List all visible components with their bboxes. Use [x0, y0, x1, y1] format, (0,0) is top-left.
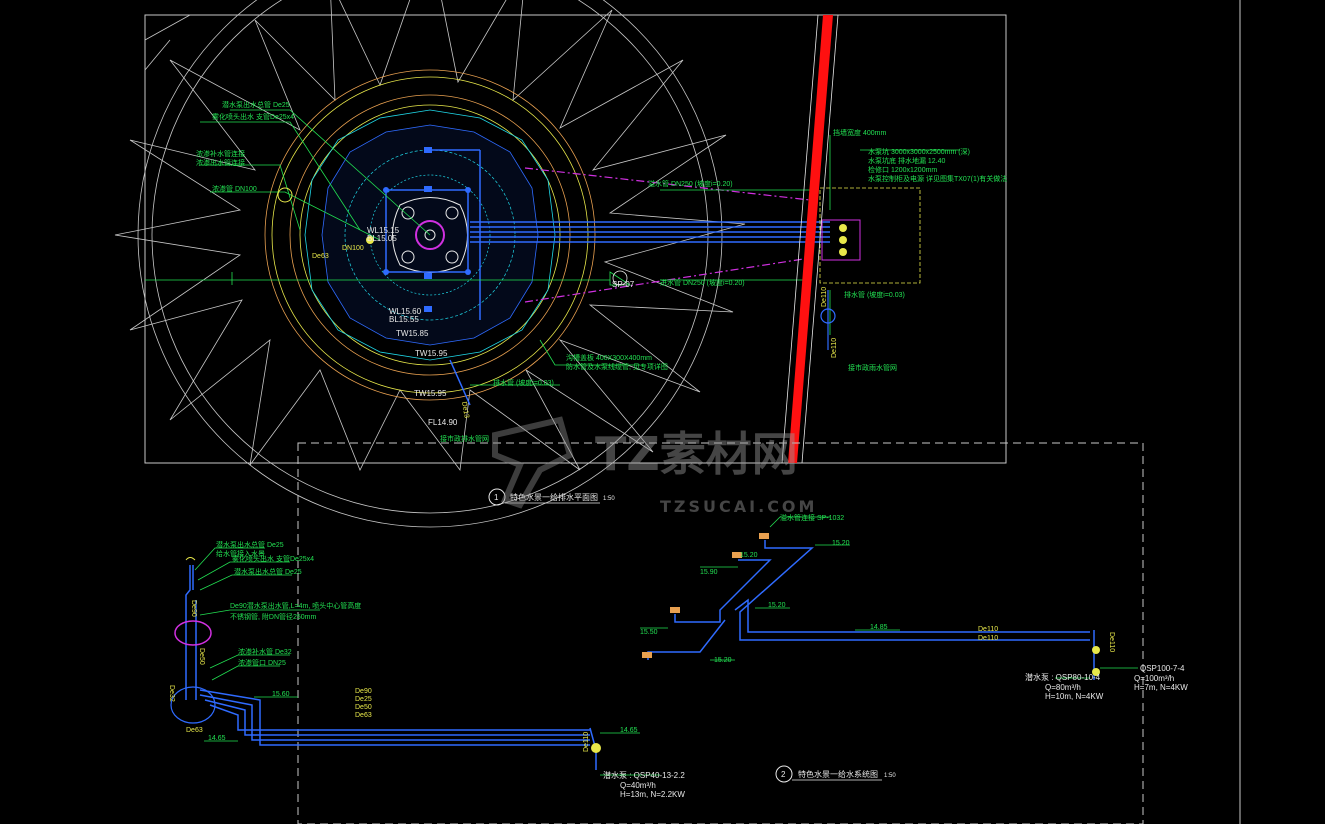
sys-de50: De50: [198, 648, 205, 665]
watermark-main: TZ素材网: [595, 427, 798, 481]
watermark-logo: [492, 416, 574, 509]
sys-p1: De90: [355, 688, 372, 695]
sys-pump2-h: H=7m, N=4KW: [1134, 683, 1188, 692]
sys-l3: 雾化喷头出水 支管De25x4: [232, 554, 314, 563]
label-d13: De13: [460, 401, 470, 419]
fountain-center: [383, 147, 471, 312]
sys-l4: 潜水泵出水总管 De25: [234, 567, 302, 576]
system-index: 2: [781, 770, 786, 779]
label-drain-pipe: 排水管 (坡度i=0.03): [493, 378, 554, 387]
label-de110b: De110: [831, 338, 838, 358]
sys-l5: De90潜水泵出水管,L=4m, 喷头中心管高度: [230, 601, 361, 610]
sys-de110a: De110: [978, 626, 998, 633]
plan-frame: [144, 14, 1007, 464]
sys-e1550: 15.50: [640, 629, 658, 636]
sys-e1520c: 15.20: [768, 602, 786, 609]
sys-l8: 浓渗管口 DN25: [238, 658, 286, 667]
label-bl: BL15.05: [367, 234, 397, 243]
sys-pump1: 潜水泵 : QSP80-10-4: [1025, 672, 1101, 682]
sys-l7: 浓渗补水管 De32: [238, 647, 292, 656]
label-tw2: TW15.95: [415, 349, 448, 358]
sys-de110c: De110: [1108, 632, 1115, 652]
label-valve-note1: 浓渗补水管连接: [196, 149, 245, 158]
label-fl: FL14.90: [428, 418, 458, 427]
label-grille2: 防水管及水泵线缆管, 见专项详图: [566, 362, 668, 371]
sys-p4: De63: [355, 712, 372, 719]
label-sp07: SP-07: [612, 280, 635, 289]
label-supply-de25x4: 雾化喷头出水 支管De25x4: [212, 112, 294, 121]
sys-e1520b: 15.20: [740, 552, 758, 559]
sys-e1560: 15.60: [272, 691, 290, 698]
sys-pump-q: Q=40m³/h: [620, 781, 656, 790]
system-title-block: 2 特色水景一给水系统图 1:50: [775, 765, 896, 783]
watermark: TZ素材网 TZSUCAI.COM: [492, 416, 817, 516]
sys-pump-h: H=13m, N=2.2KW: [620, 790, 685, 799]
label-de63: De63: [312, 253, 329, 260]
label-wl2: WL15.60: [389, 307, 422, 316]
label-tank3: 检修口 1200x1200mm: [868, 165, 937, 174]
pump-pit: [819, 187, 921, 350]
plan-pipes: [385, 149, 830, 406]
label-tank4: 水泵控制柜及电源 详见图集TX07(1)有关做法: [868, 174, 1007, 183]
label-bl2: BL15.55: [389, 315, 419, 324]
label-tw3: TW15.95: [414, 389, 447, 398]
plan-index: 1: [494, 493, 499, 502]
sys-p3: De50: [355, 704, 372, 711]
sys-pump2-q: Q=100m³/h: [1134, 674, 1174, 683]
system-frame: [297, 442, 1144, 824]
sys-pump2: QSP100-7-4: [1140, 664, 1185, 673]
retaining-wall: [781, 14, 839, 464]
plan-scale: 1:50: [603, 496, 615, 502]
sys-e1465b: 14.65: [620, 727, 638, 734]
label-tw1: TW15.85: [396, 329, 429, 338]
sys-e1590: 15.90: [700, 569, 718, 576]
sys-pump1-q: Q=80m³/h: [1045, 683, 1081, 692]
sys-l6: 不锈钢管, 附DN管径250mm: [230, 612, 317, 621]
sys-de110b: De110: [978, 635, 998, 642]
label-valve-note2: 浓渗出水管连接: [196, 158, 245, 167]
sys-sp: 溢水管连接 SP-1032: [780, 513, 844, 522]
sys-de63: De63: [186, 727, 203, 734]
plan-view: 潜水泵出水总管 De25 雾化喷头出水 支管De25x4 浓渗补水管连接 浓渗出…: [114, 0, 1007, 528]
sys-l2: 给水管接入水景: [216, 549, 265, 558]
label-dn100: DN100: [342, 245, 364, 252]
sys-e1520d: 15.20: [714, 657, 732, 664]
watermark-sub: TZSUCAI.COM: [660, 497, 817, 516]
label-pipe-bot: 进水管 DN250 (坡度i=0.20): [660, 278, 745, 287]
label-pipe-top: 溢水管 DN250 (坡度i=0.20): [648, 179, 733, 188]
label-to-drain: 接市政排水管网: [440, 434, 489, 443]
label-wall: 挡墙宽度 400mm: [833, 128, 886, 137]
label-tank1: 水泵坑 3000x3000x2500mm (深): [868, 147, 970, 156]
label-to-city: 接市政雨水管网: [848, 363, 897, 372]
plan-title: 特色水景一给排水平面图: [510, 492, 598, 502]
label-supply-de25: 潜水泵出水总管 De25: [222, 100, 290, 109]
sys-p2: De25: [355, 696, 372, 703]
plan-title-block: 1 特色水景一给排水平面图 1:50: [488, 488, 615, 506]
system-title: 特色水景一给水系统图: [798, 769, 878, 779]
leader-lines: [145, 109, 960, 386]
sunburst-pavement: [114, 0, 746, 528]
label-de110: De110: [821, 287, 828, 307]
system-scale: 1:50: [884, 773, 896, 779]
sys-e1520a: 15.20: [832, 540, 850, 547]
sys-e1485: 14.85: [870, 624, 888, 631]
system-right: 溢水管连接 SP-1032 15.20 15.20 15.90 15.20 15…: [640, 513, 1188, 701]
sys-e1465: 14.65: [208, 735, 226, 742]
sys-pump: 潜水泵 : QSP40-13-2.2: [603, 770, 685, 780]
label-tank2: 水泵坑底 排水地漏 12.40: [868, 156, 946, 165]
sys-l1: 潜水泵出水总管 De25: [216, 540, 284, 549]
label-supply-dn100: 浓渗管 DN100: [212, 184, 257, 193]
sys-de90: De90: [190, 600, 197, 617]
sys-pump1-h: H=10m, N=4KW: [1045, 692, 1104, 701]
sys-de110: De110: [583, 732, 590, 752]
system-left: 潜水泵出水总管 De25 给水管接入水景 雾化喷头出水 支管De25x4 潜水泵…: [168, 540, 685, 799]
label-grille: 沟槽盖板 400X300X400mm: [566, 353, 652, 362]
label-wl: WL15.15: [367, 226, 400, 235]
label-drain-r: 排水管 (坡度i=0.03): [844, 290, 905, 299]
sys-de32: De32: [168, 685, 175, 702]
